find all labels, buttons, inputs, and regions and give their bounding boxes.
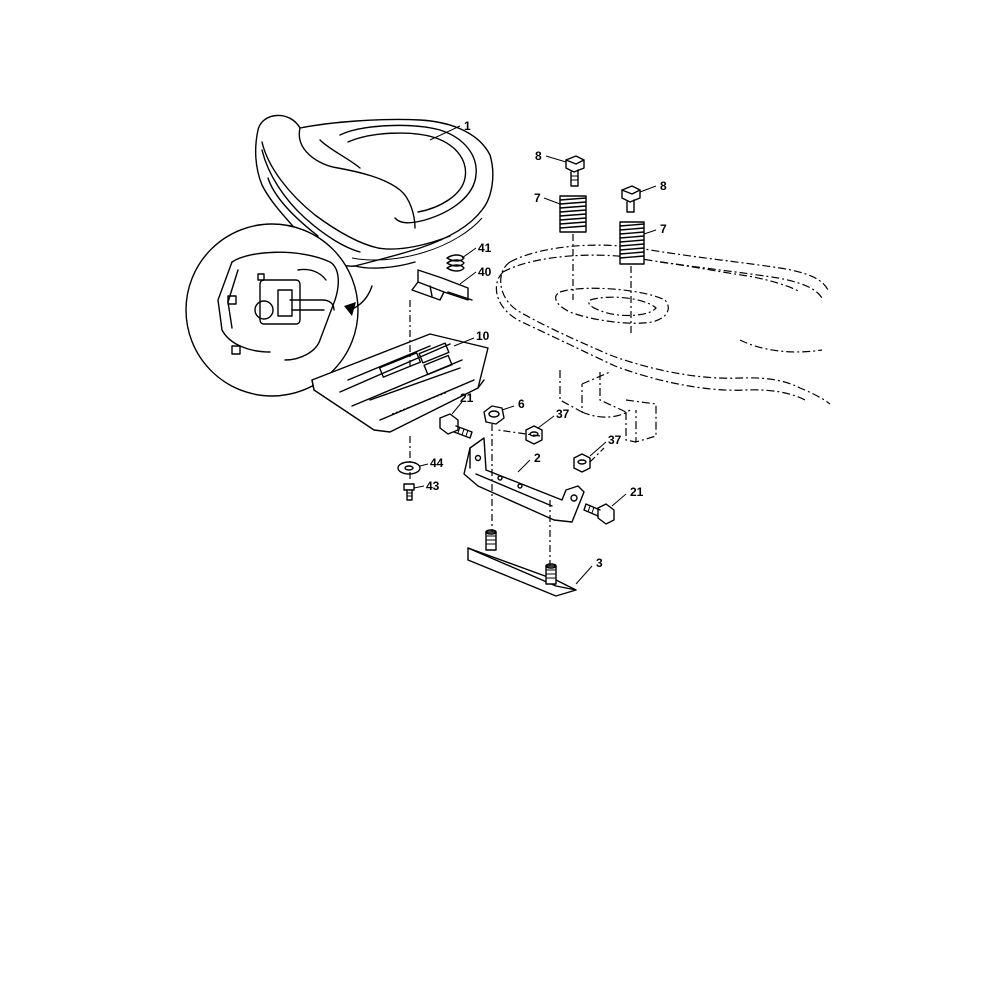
callout-labels: 1 2 3 6 7 7 8 8 10 21 21 37 37 40 41 43 …	[426, 119, 667, 570]
callout-7-right: 7	[660, 222, 667, 236]
bolt-21-right	[583, 503, 615, 525]
callout-6: 6	[518, 397, 525, 411]
callout-43: 43	[426, 479, 440, 493]
callout-10: 10	[476, 329, 490, 343]
bracket	[463, 437, 585, 523]
seat-spring-small	[446, 254, 465, 272]
callout-1: 1	[464, 119, 471, 133]
callout-8-right: 8	[660, 179, 667, 193]
callout-21-left: 21	[460, 391, 474, 405]
bolt-right	[621, 185, 641, 213]
spring-right	[619, 221, 645, 265]
nut-37-lower	[573, 453, 591, 473]
nut-6	[483, 405, 505, 425]
seat-clip	[411, 269, 473, 301]
callout-8-left: 8	[535, 149, 542, 163]
callout-2: 2	[534, 451, 541, 465]
callout-21-right: 21	[630, 485, 644, 499]
callout-37-upper: 37	[556, 407, 570, 421]
plate	[467, 529, 577, 597]
callout-41: 41	[478, 241, 492, 255]
bolt-21-left	[439, 413, 473, 439]
callout-40: 40	[478, 265, 492, 279]
callout-3: 3	[596, 556, 603, 570]
screw	[403, 483, 415, 501]
washer	[397, 461, 421, 475]
callout-7-left: 7	[534, 191, 541, 205]
seat	[254, 114, 494, 269]
bolt-left	[565, 155, 585, 187]
callout-44: 44	[430, 456, 444, 470]
seat-adjustment-detail	[185, 223, 373, 397]
tractor-frame-outline	[495, 244, 831, 443]
spring-left	[559, 195, 587, 233]
assembly-center-lines	[409, 234, 632, 566]
leader-lines	[413, 125, 657, 585]
callout-37-lower: 37	[608, 433, 622, 447]
seat-pan	[311, 333, 489, 433]
